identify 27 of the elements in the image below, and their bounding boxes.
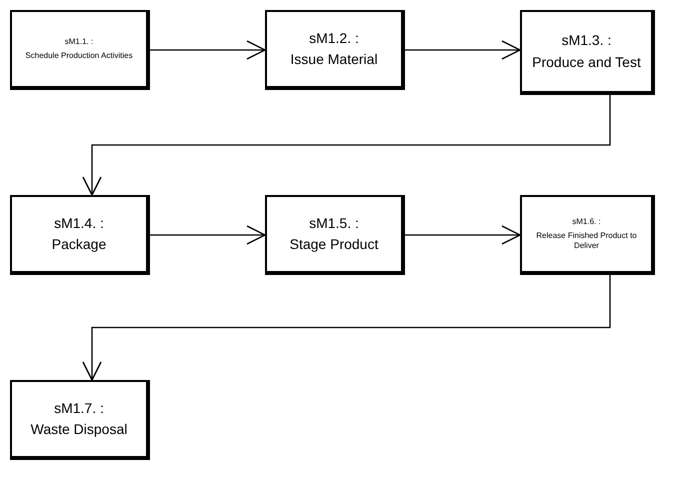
process-box: [265, 10, 405, 90]
arrow: [82, 275, 611, 381]
process-box: [265, 195, 405, 275]
step-number: sM1.5. :: [309, 214, 359, 232]
arrow: [150, 225, 266, 245]
step-title: Issue Material: [290, 51, 378, 68]
step-number: sM1.3. :: [562, 32, 612, 50]
arrow: [82, 95, 611, 196]
step-title: Waste Disposal: [30, 421, 128, 438]
arrow: [150, 40, 266, 60]
process-box: [10, 380, 150, 460]
step-title: Package: [52, 236, 106, 254]
process-box: [10, 10, 150, 90]
step-title: Schedule Production Activities: [25, 51, 133, 61]
process-box: [520, 10, 655, 95]
process-box: [10, 195, 150, 275]
step-title: Produce and Test: [532, 54, 641, 71]
arrow: [405, 40, 521, 60]
step-number: sM1.4. :: [54, 214, 104, 232]
step-title: Stage Product: [290, 236, 378, 254]
step-number: sM1.6. :: [572, 217, 601, 227]
step-number: sM1.1. :: [64, 37, 94, 47]
step-title: Release Finished Product to Deliver: [535, 231, 638, 251]
process-box: [520, 195, 655, 275]
arrow: [405, 225, 521, 245]
step-number: sM1.2. :: [309, 30, 359, 47]
step-number: sM1.7. :: [54, 400, 104, 417]
